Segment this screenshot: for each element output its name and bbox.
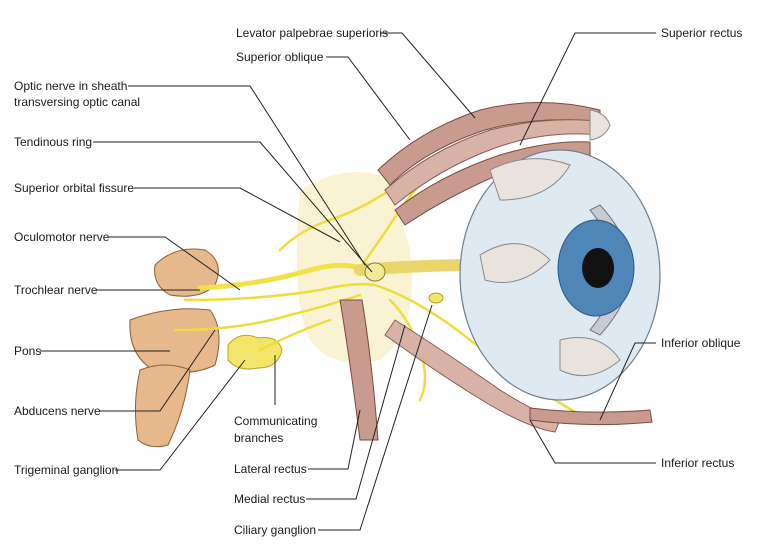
label-optic-nerve-line2: transversing optic canal (14, 95, 140, 109)
optic-nerve (354, 259, 481, 282)
label-superior-oblique: Superior oblique (236, 50, 324, 64)
pupil (582, 248, 614, 288)
label-pons: Pons (14, 344, 41, 358)
label-superior-orbital-fissure: Superior orbital fissure (14, 181, 134, 195)
label-superior-rectus: Superior rectus (661, 26, 742, 40)
ciliary-ganglion-shape (428, 292, 444, 304)
label-trigeminal-ganglion: Trigeminal ganglion (14, 463, 118, 477)
label-abducens-nerve: Abducens nerve (14, 404, 101, 418)
label-medial-rectus: Medial rectus (234, 492, 305, 506)
label-lateral-rectus: Lateral rectus (234, 462, 307, 476)
eyeball (459, 149, 661, 401)
labels: Levator palpebrae superioris Superior ob… (14, 26, 742, 537)
leader-lines (40, 32, 656, 531)
trigeminal-ganglion-shape (227, 334, 283, 370)
label-communicating-line2: branches (234, 431, 283, 445)
label-oculomotor-nerve: Oculomotor nerve (14, 230, 110, 244)
upper-muscles (377, 102, 611, 226)
label-inferior-rectus: Inferior rectus (661, 456, 734, 470)
label-ciliary-ganglion: Ciliary ganglion (234, 523, 316, 537)
label-levator: Levator palpebrae superioris (236, 26, 388, 40)
label-trochlear-nerve: Trochlear nerve (14, 283, 98, 297)
label-optic-nerve-line1: Optic nerve in sheath (14, 79, 127, 93)
pons (129, 248, 220, 448)
label-tendinous-ring: Tendinous ring (14, 135, 92, 149)
lower-muscles (339, 299, 653, 441)
label-inferior-oblique: Inferior oblique (661, 336, 741, 350)
label-communicating-line1: Communicating (234, 414, 317, 428)
